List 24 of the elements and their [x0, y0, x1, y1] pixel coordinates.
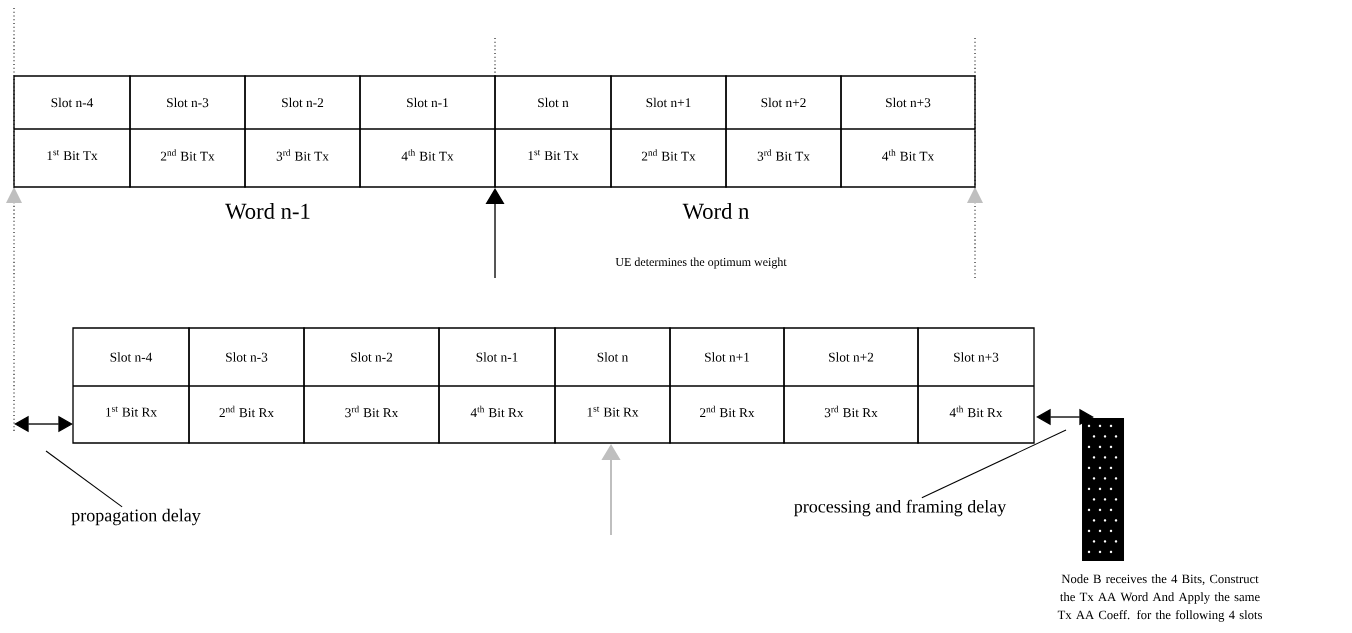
slot-cell: Slot n-4 1$^{st}$ Bit Rx	[72, 327, 190, 444]
word-label: Word n-1	[225, 202, 310, 220]
delay-label: processing and framing delay	[794, 499, 1007, 517]
slot-cell: Slot n+1 2$^{nd}$ Bit Tx	[610, 75, 727, 188]
leader-line	[921, 429, 1067, 499]
slot-cell: Slot n 1$^{st}$ Bit Tx	[494, 75, 612, 188]
slot-cell: Slot n 1$^{st}$ Bit Rx	[554, 327, 671, 444]
slot-cell: Slot n+2 3$^{rd}$ Bit Rx	[783, 327, 919, 444]
leader-line	[45, 450, 123, 508]
slot-cell: Slot n-2 3$^{rd}$ Bit Tx	[244, 75, 361, 188]
annotation-text: UE determines the optimum weight	[615, 257, 787, 269]
slot-cell: Slot n+3 4$^{th}$ Bit Tx	[840, 75, 976, 188]
annotation-text: Node B receives the 4 Bits, Construct the Tx AA Word And Apply the same Tx AA Coeff. for the following 4 slots	[1057, 574, 1262, 622]
slot-cell: Slot n-4 1$^{st}$ Bit Tx	[13, 75, 131, 188]
slot-cell: Slot n-1 4$^{th}$ Bit Rx	[438, 327, 556, 444]
slot-cell: Slot n-1 4$^{th}$ Bit Tx	[359, 75, 496, 188]
slot-cell: Slot n-3 2$^{nd}$ Bit Tx	[129, 75, 246, 188]
slot-cell: Slot n-2 3$^{rd}$ Bit Rx	[303, 327, 440, 444]
slot-cell: Slot n-3 2$^{nd}$ Bit Rx	[188, 327, 305, 444]
delay-label: propagation delay	[71, 508, 201, 526]
slot-cell: Slot n+2 3$^{rd}$ Bit Tx	[725, 75, 842, 188]
word-label: Word n	[682, 202, 750, 220]
slot-cell: Slot n+3 4$^{th}$ Bit Rx	[917, 327, 1035, 444]
slot-cell: Slot n+1 2$^{nd}$ Bit Rx	[669, 327, 785, 444]
